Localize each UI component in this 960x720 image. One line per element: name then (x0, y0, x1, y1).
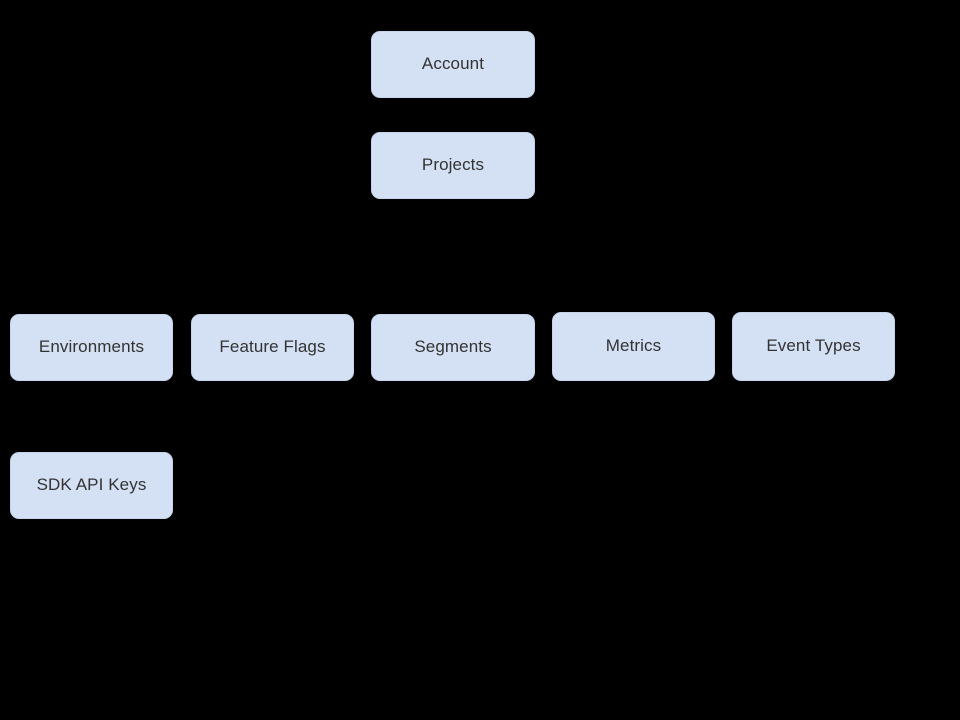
node-metrics[interactable]: Metrics (552, 312, 715, 381)
node-segments[interactable]: Segments (371, 314, 535, 381)
edge-projects-to-feature-flags (272, 199, 454, 314)
node-feature-flags[interactable]: Feature Flags (191, 314, 354, 381)
node-label-metrics: Metrics (605, 336, 662, 356)
node-projects[interactable]: Projects (371, 132, 535, 199)
edge-projects-to-metrics (452, 199, 634, 312)
node-label-projects: Projects (421, 155, 485, 175)
node-label-sdk-api-keys: SDK API Keys (36, 475, 147, 495)
node-account[interactable]: Account (371, 31, 535, 98)
edge-projects-to-environments (91, 199, 454, 314)
node-event-types[interactable]: Event Types (732, 312, 895, 381)
node-environments[interactable]: Environments (10, 314, 173, 381)
node-label-account: Account (421, 54, 485, 74)
node-label-event-types: Event Types (766, 336, 861, 356)
edge-projects-to-event-types (452, 199, 814, 312)
node-sdk-api-keys[interactable]: SDK API Keys (10, 452, 173, 519)
node-label-environments: Environments (38, 337, 145, 357)
node-label-feature-flags: Feature Flags (219, 337, 326, 357)
node-label-segments: Segments (414, 337, 492, 357)
